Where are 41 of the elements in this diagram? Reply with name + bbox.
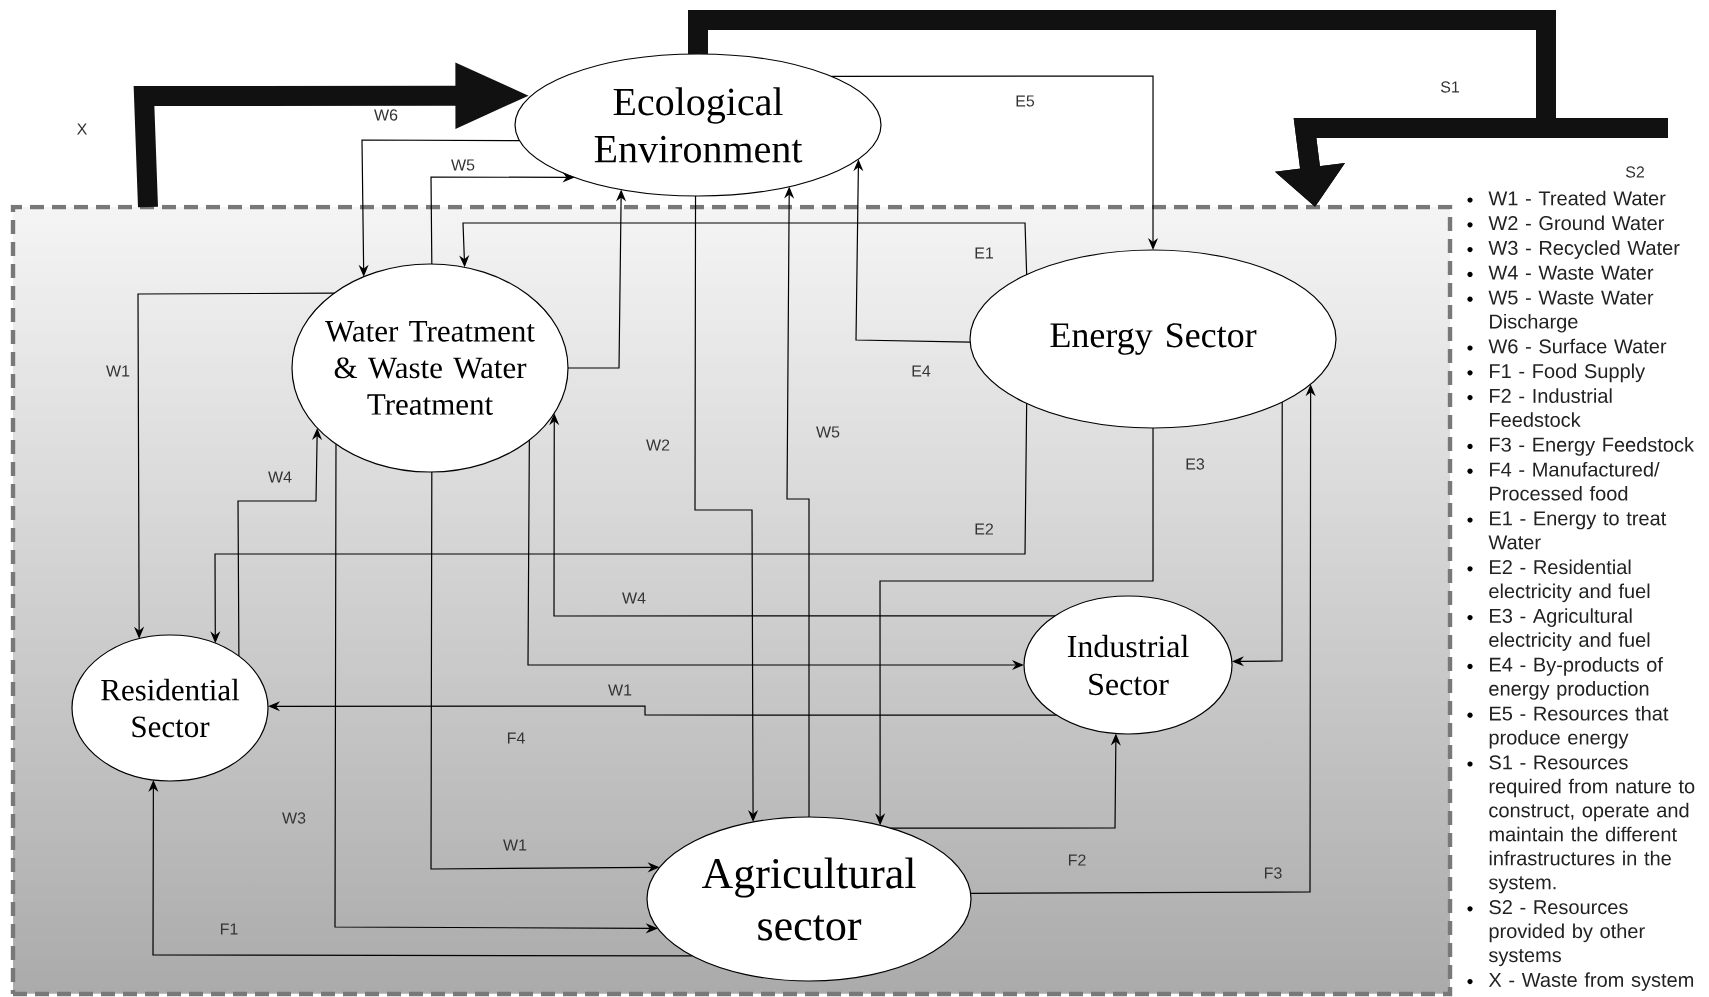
key-item: E1 - Energy to treat Water (1467, 511, 1667, 550)
edge-label: W6 (374, 109, 398, 121)
edge-label: W4 (268, 471, 292, 483)
key-item: W4 - Waste Water (1467, 265, 1654, 280)
key-item: W3 - Recycled Water (1467, 240, 1680, 259)
key-item: W5 - Waste Water Discharge (1467, 290, 1654, 333)
key-item: S1 - Resources required from nature to construct, operate and maintain the different infrastructures in the system. (1467, 755, 1695, 894)
edge-label: W2 (646, 439, 670, 451)
key-item: F1 - Food Supply (1467, 363, 1646, 383)
key-item: E4 - By-products of energy production (1467, 657, 1663, 700)
edge-label: F3 (1265, 867, 1282, 879)
key-item: E3 - Agricultural electricity and fuel (1467, 608, 1650, 651)
edge-label: F1 (221, 923, 238, 935)
arrow (830, 75, 1159, 250)
edge-label: E3 (1186, 458, 1205, 470)
key-item: W1 - Treated Water (1467, 190, 1666, 206)
edge-label: W1 (106, 365, 130, 377)
edge-label: E4 (912, 365, 931, 377)
key-item: W2 - Ground Water (1467, 215, 1665, 231)
edge-label: W4 (622, 592, 646, 604)
edge-label: S1 (1440, 81, 1459, 93)
flow-label: F4 (508, 732, 525, 744)
edge-label: X (77, 123, 87, 135)
key-item: E2 - Residential electricity and fuel (1467, 559, 1650, 603)
key-item: E5 - Resources that produce energy (1467, 705, 1669, 749)
edge-label: E5 (1016, 95, 1035, 107)
edge-label: W5 (451, 159, 475, 171)
key-item: X - Waste from system (1467, 972, 1694, 991)
edge-label: E1 (975, 247, 993, 259)
edge-label: S2 (1625, 166, 1644, 178)
key-item: F4 - Manufactured/ Processed food (1467, 461, 1660, 501)
key-item: F3 - Energy Feedstock (1467, 437, 1695, 456)
key-item: F2 - Industrial Feedstock (1467, 388, 1612, 427)
edge-label: E2 (975, 523, 993, 535)
edge-label: F2 (1069, 854, 1086, 866)
edge-label: W3 (282, 812, 306, 824)
edge-label: W1 (503, 839, 527, 851)
key-item: W6 - Surface Water (1467, 338, 1667, 354)
edge-label: W1 (608, 684, 632, 696)
key-item: S2 - Resources provided by other systems (1467, 900, 1645, 967)
edge-label: W5 (816, 426, 840, 438)
